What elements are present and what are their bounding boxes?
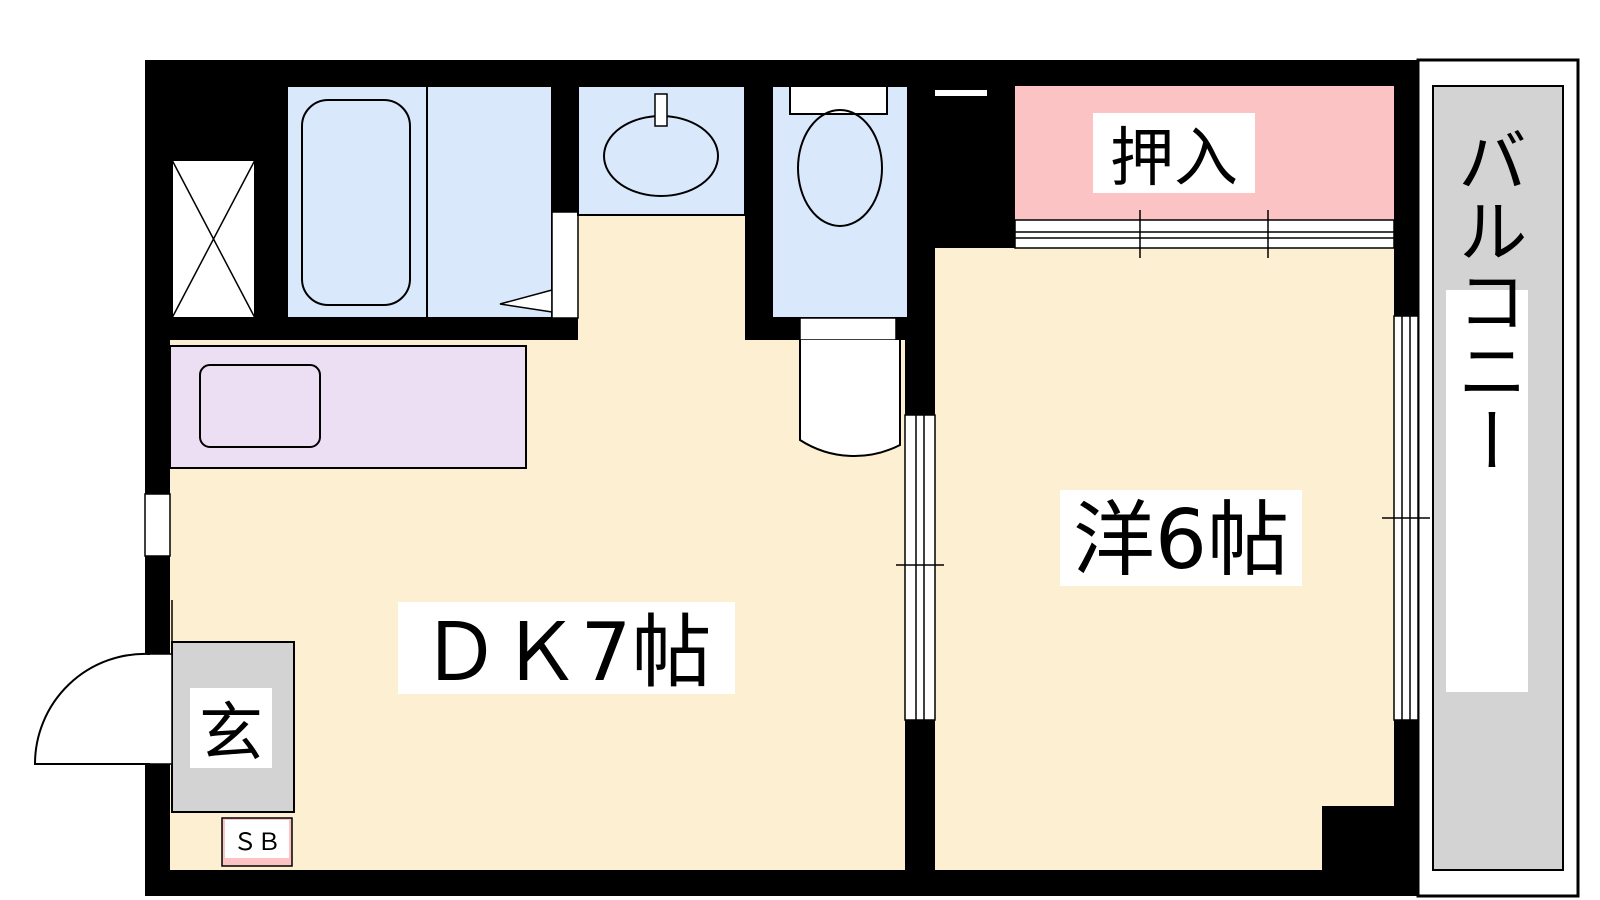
bath-door-opening	[551, 211, 579, 319]
bathtub	[301, 99, 411, 306]
faucet	[654, 93, 668, 127]
partition-sliding-door	[896, 414, 944, 721]
closet-sliding-doors	[1014, 210, 1395, 258]
balcony	[1416, 58, 1580, 898]
closet-label-text: 押入	[1110, 122, 1238, 196]
western-room-label: 洋6帖	[1060, 490, 1302, 588]
kitchen-counter	[169, 345, 527, 469]
entrance-label: 玄	[190, 688, 272, 771]
toilet-door-swing	[799, 340, 901, 458]
toilet	[771, 85, 909, 319]
washroom	[577, 85, 746, 216]
balcony-label-text: バルコニー	[1446, 125, 1528, 475]
west-window	[144, 493, 171, 557]
entrance-door-swing	[33, 652, 151, 765]
toilet-door-frame	[799, 317, 897, 341]
wall-pillar	[1322, 806, 1394, 870]
sink	[199, 364, 321, 448]
dk-floor-upper	[578, 215, 745, 340]
bathroom	[286, 85, 553, 319]
dk-label: ＤＫ7帖	[398, 602, 735, 699]
shoe-box-label: ＳＢ	[233, 828, 281, 856]
wall-opening-top	[935, 90, 987, 96]
western-room-label-text: 洋6帖	[1073, 493, 1289, 588]
closet-label: 押入	[1093, 113, 1255, 196]
toilet-bowl	[797, 109, 883, 227]
balcony-window	[1382, 315, 1430, 721]
balcony-label: バルコニー	[1446, 125, 1528, 692]
dk-label-text: ＤＫ7帖	[421, 606, 712, 699]
entrance-label-text: 玄	[199, 697, 263, 771]
